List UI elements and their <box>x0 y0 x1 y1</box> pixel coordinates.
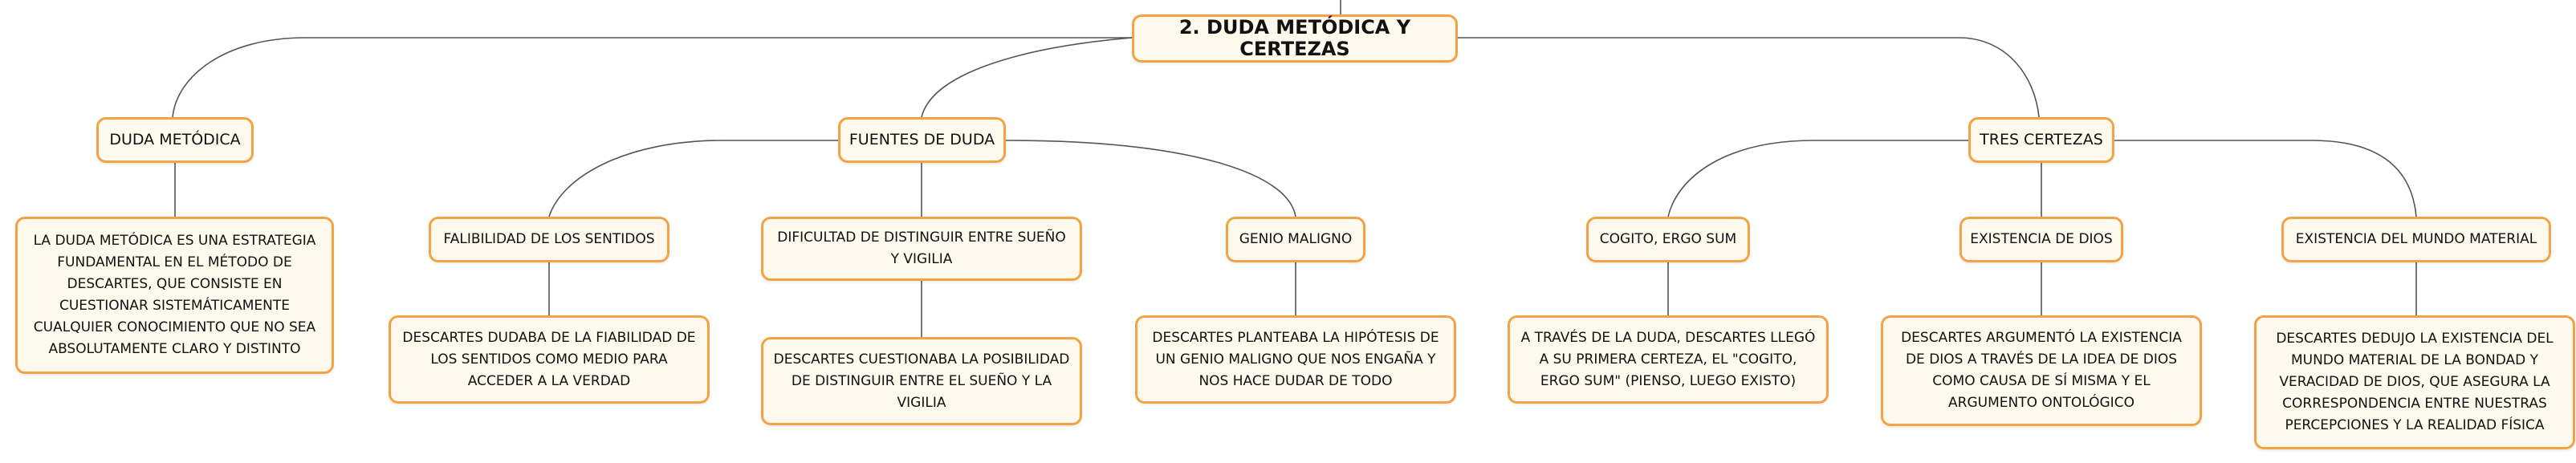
node-text: DESCARTES DEDUJO LA EXISTENCIA DEL MUNDO… <box>2276 331 2554 433</box>
node-dificultad-sueno-vigilia[interactable]: DIFICULTAD DE DISTINGUIR ENTRE SUEÑO Y V… <box>761 217 1082 281</box>
node-text: LA DUDA METÓDICA ES UNA ESTRATEGIA FUNDA… <box>33 233 316 357</box>
node-fuentes-de-duda[interactable]: FUENTES DE DUDA <box>838 117 1006 163</box>
node-text: A TRAVÉS DE LA DUDA, DESCARTES LLEGÓ A S… <box>1520 329 1816 389</box>
node-label: FALIBILIDAD DE LOS SENTIDOS <box>443 231 655 247</box>
edge-fuentes-genio <box>1005 140 1296 217</box>
node-cogito-ergo-sum-desc[interactable]: A TRAVÉS DE LA DUDA, DESCARTES LLEGÓ A S… <box>1508 315 1829 404</box>
node-text: DESCARTES ARGUMENTÓ LA EXISTENCIA DE DIO… <box>1901 330 2182 411</box>
node-label: FUENTES DE DUDA <box>848 131 995 148</box>
node-genio-maligno[interactable]: GENIO MALIGNO <box>1226 217 1365 262</box>
node-falibilidad-sentidos[interactable]: FALIBILIDAD DE LOS SENTIDOS <box>429 217 669 262</box>
node-text: DESCARTES DUDABA DE LA FIABILIDAD DE LOS… <box>402 329 696 389</box>
node-falibilidad-sentidos-desc[interactable]: DESCARTES DUDABA DE LA FIABILIDAD DE LOS… <box>389 315 710 404</box>
node-label: DIFICULTAD DE DISTINGUIR ENTRE SUEÑO Y V… <box>777 229 1066 267</box>
root-label: 2. DUDA METÓDICA Y CERTEZAS <box>1178 16 1411 60</box>
edge-root-fuentes <box>921 37 1133 118</box>
node-text: DESCARTES CUESTIONABA LA POSIBILIDAD DE … <box>773 351 1070 411</box>
node-label: TRES CERTEZAS <box>1980 131 2103 148</box>
edge-certezas-cogito <box>1667 140 1968 217</box>
node-existencia-dios-desc[interactable]: DESCARTES ARGUMENTÓ LA EXISTENCIA DE DIO… <box>1881 315 2202 426</box>
edge-root-duda <box>172 37 1132 118</box>
node-label: EXISTENCIA DEL MUNDO MATERIAL <box>2295 231 2537 247</box>
edge-fuentes-falibilidad <box>548 140 838 217</box>
root-node[interactable]: 2. DUDA METÓDICA Y CERTEZAS <box>1132 14 1458 63</box>
node-existencia-dios[interactable]: EXISTENCIA DE DIOS <box>1959 217 2123 262</box>
node-cogito-ergo-sum[interactable]: COGITO, ERGO SUM <box>1586 217 1750 262</box>
node-label: COGITO, ERGO SUM <box>1599 231 1737 247</box>
edge-certezas-mundo <box>2114 140 2417 217</box>
node-duda-metodica[interactable]: DUDA METÓDICA <box>96 117 254 163</box>
node-existencia-mundo-material-desc[interactable]: DESCARTES DEDUJO LA EXISTENCIA DEL MUNDO… <box>2254 315 2575 449</box>
node-label: DUDA METÓDICA <box>109 131 241 148</box>
node-tres-certezas[interactable]: TRES CERTEZAS <box>1968 117 2114 163</box>
node-label: EXISTENCIA DE DIOS <box>1970 231 2113 247</box>
node-label: GENIO MALIGNO <box>1239 231 1353 247</box>
edge-root-certezas <box>1458 37 2040 118</box>
node-genio-maligno-desc[interactable]: DESCARTES PLANTEABA LA HIPÓTESIS DE UN G… <box>1135 315 1456 404</box>
node-duda-metodica-desc[interactable]: LA DUDA METÓDICA ES UNA ESTRATEGIA FUNDA… <box>15 217 334 374</box>
node-existencia-mundo-material[interactable]: EXISTENCIA DEL MUNDO MATERIAL <box>2281 217 2551 262</box>
node-dificultad-sueno-vigilia-desc[interactable]: DESCARTES CUESTIONABA LA POSIBILIDAD DE … <box>761 337 1082 425</box>
node-text: DESCARTES PLANTEABA LA HIPÓTESIS DE UN G… <box>1152 329 1439 389</box>
